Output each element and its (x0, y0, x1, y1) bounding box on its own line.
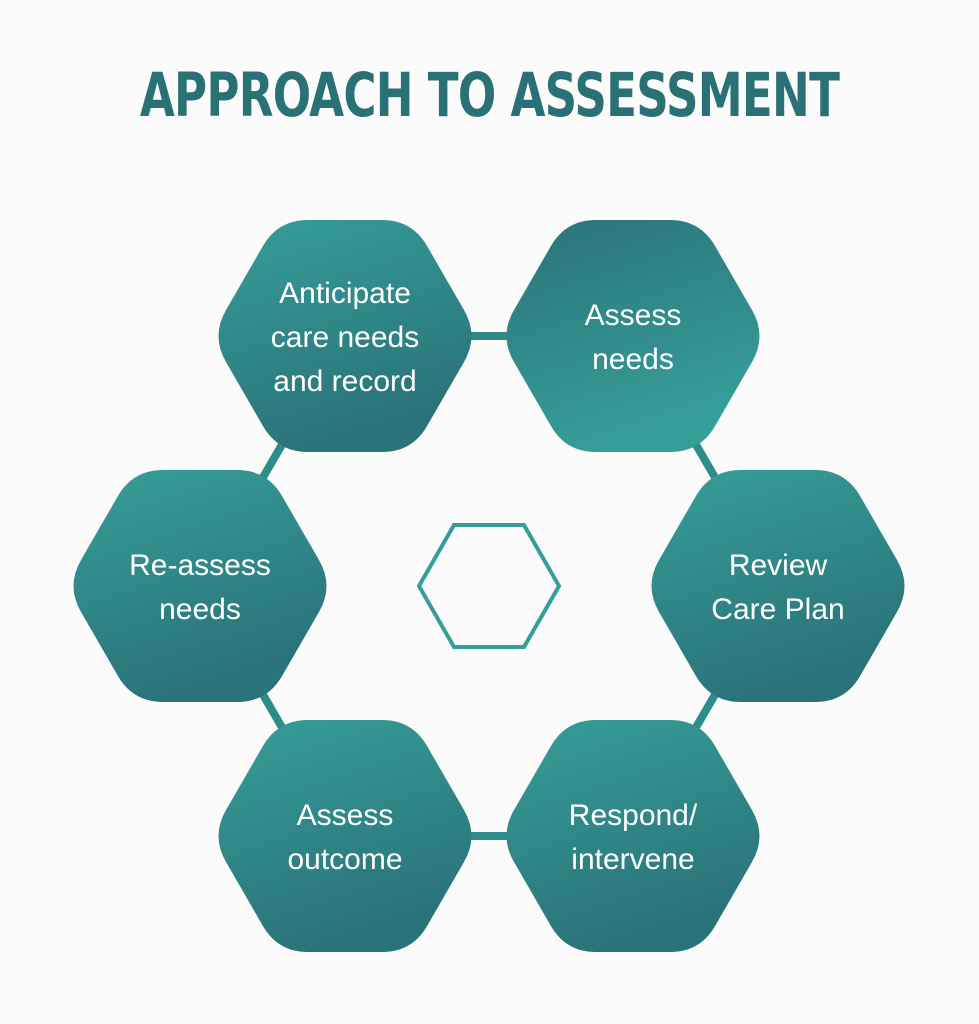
step-label: Assess outcome (287, 799, 402, 876)
step-label-line: and record (273, 365, 416, 398)
hexagon-shape (506, 720, 760, 952)
center-hexagon-outline (416, 523, 562, 649)
step-label-line: care needs (271, 321, 419, 354)
step-label: Re-assess needs (129, 549, 271, 626)
step-label-line: Review (729, 549, 828, 582)
step-assess-needs: Assess needs (506, 220, 760, 452)
hexagon-shape (73, 470, 327, 702)
step-label-line: Respond/ (569, 799, 698, 832)
step-anticipate: Anticipate care needs and record (218, 220, 472, 452)
step-label: Anticipate care needs and record (271, 277, 419, 398)
step-label-line: outcome (287, 843, 402, 876)
step-label-line: Care Plan (711, 593, 844, 626)
step-label-line: Anticipate (279, 277, 411, 310)
step-assess-outcome: Assess outcome (218, 720, 472, 952)
page-title: APPROACH TO ASSESSMENT (139, 60, 840, 131)
hexagon-shape (651, 470, 905, 702)
step-label-line: needs (592, 343, 674, 376)
step-reassess-needs: Re-assess needs (73, 470, 327, 702)
step-label: Assess needs (585, 299, 682, 376)
step-respond-intervene: Respond/intervene (506, 720, 760, 952)
step-label-line: intervene (571, 843, 694, 876)
hexagon-shape (218, 220, 472, 452)
hexagon-shape (506, 220, 760, 452)
step-label-line: Assess (585, 299, 682, 332)
hexagon-shape (218, 720, 472, 952)
step-label-line: Assess (297, 799, 394, 832)
step-label-line: Re-assess (129, 549, 271, 582)
step-label: Respond/intervene (569, 799, 698, 876)
step-label-line: needs (159, 593, 241, 626)
